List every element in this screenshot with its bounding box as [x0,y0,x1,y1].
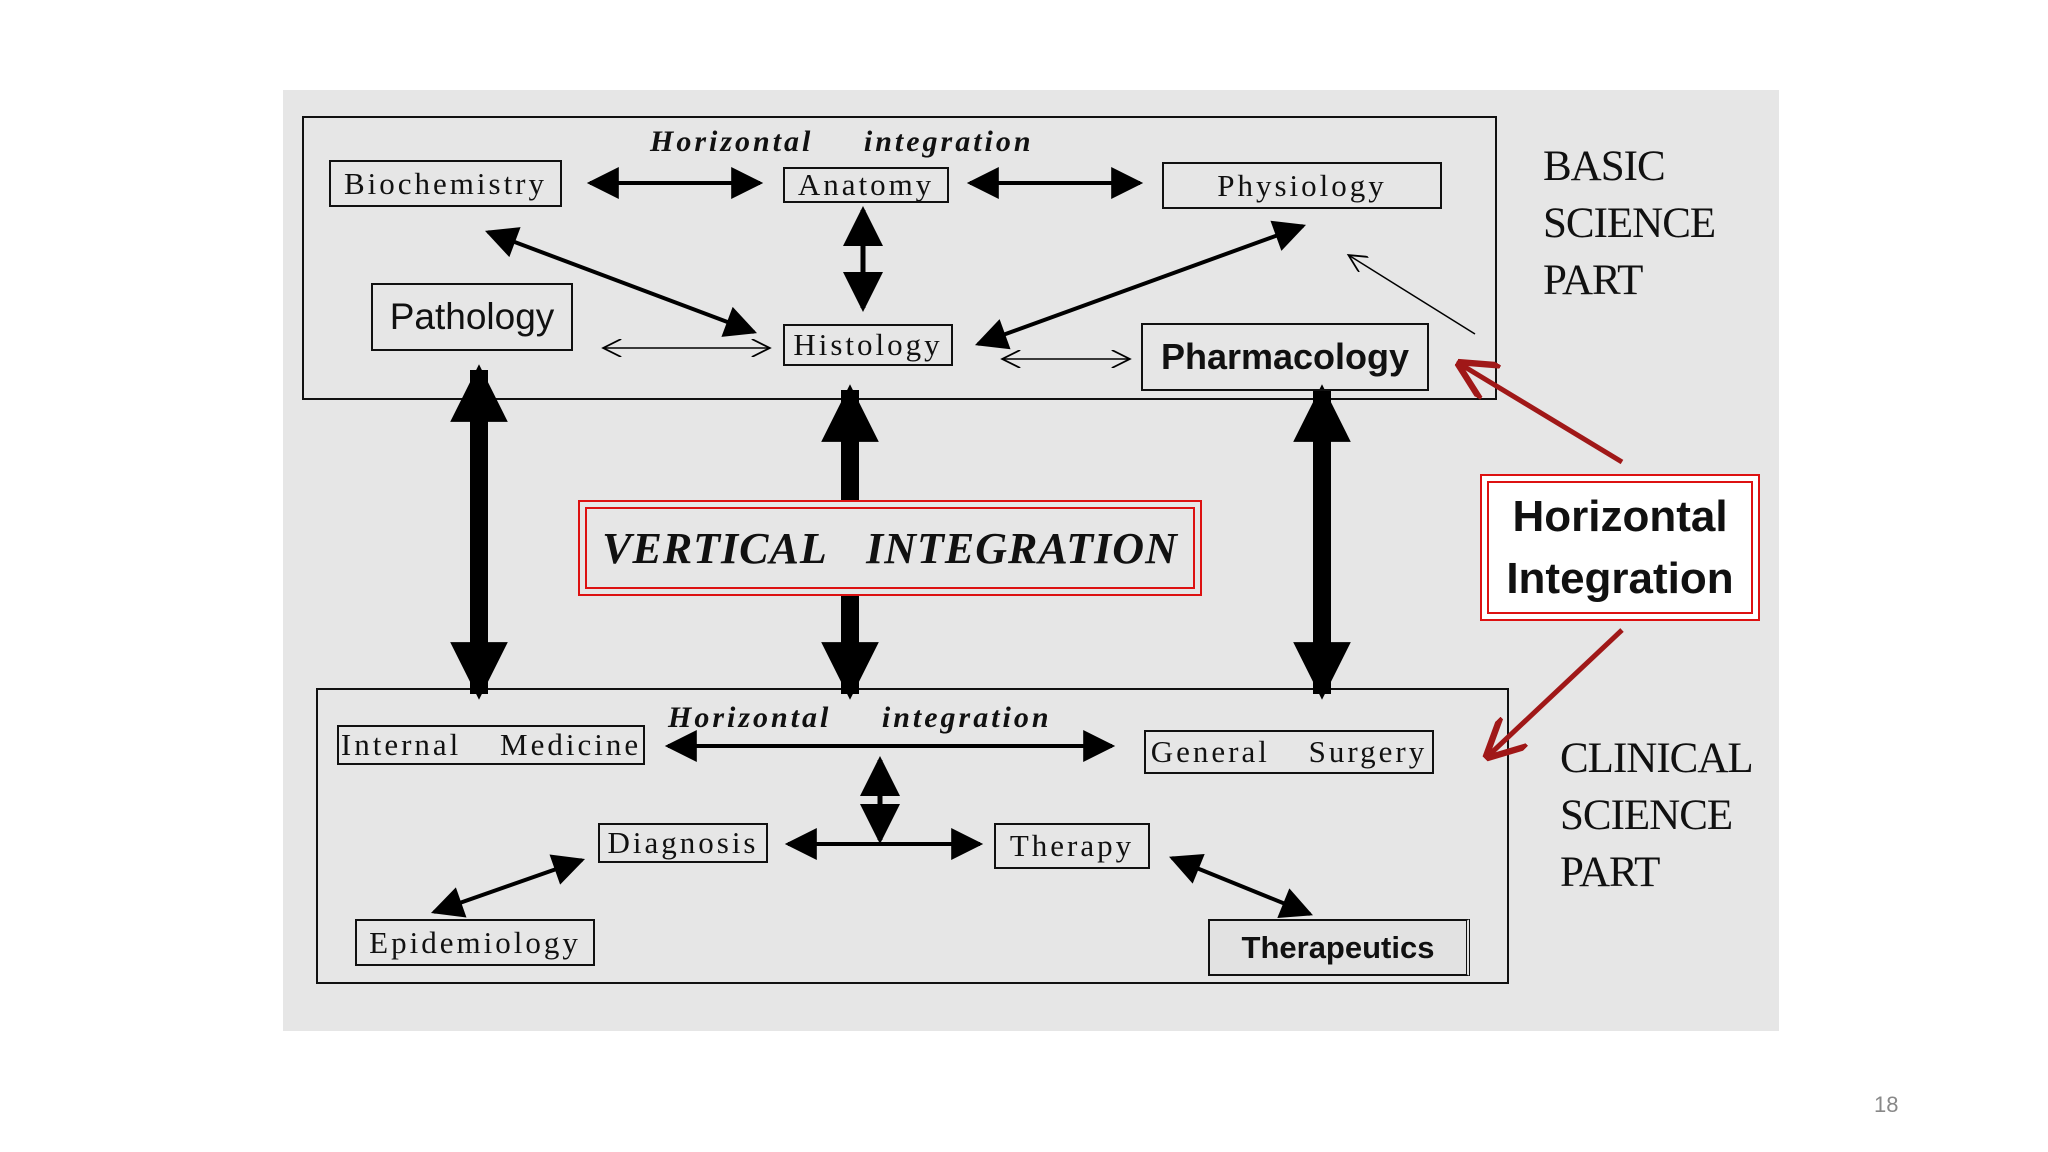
node-therapeutics: Therapeutics [1208,919,1470,976]
red-arrow-to-basic [1460,364,1624,465]
horizontal-integration-callout: Horizontal Integration [1480,474,1760,621]
node-physiology: Physiology [1162,162,1442,209]
page-number: 18 [1874,1092,1899,1117]
node-pharmacology: Pharmacology [1141,323,1429,391]
clinical-horizontal-label: Horizontal integration [668,701,1052,734]
node-biochemistry: Biochemistry [329,160,562,207]
node-diagnosis: Diagnosis [598,823,768,863]
vertical-integration-box: VERTICAL INTEGRATION [578,500,1202,596]
vertical-integration-label: VERTICAL INTEGRATION [585,507,1195,589]
node-histology: Histology [783,324,953,366]
arrow-pharmacology-thin [1350,256,1476,335]
node-epidemiology: Epidemiology [355,919,595,966]
basic-science-side-label: BASIC SCIENCE PART [1543,143,1716,304]
arrow-epidemiology-diagnosis [430,854,586,918]
red-arrow-to-clinical [1488,628,1624,756]
callout-line-2: Integration [1506,553,1734,603]
node-general-surgery: General Surgery [1144,730,1434,774]
basic-horizontal-label: Horizontal integration [650,125,1034,158]
clinical-science-frame [316,688,1509,984]
node-internal-medicine: Internal Medicine [337,725,645,765]
basic-science-frame [302,116,1497,400]
arrow-biochemistry-histology [485,227,757,337]
arrow-physiology-histology [974,220,1307,350]
node-anatomy: Anatomy [783,167,949,203]
node-therapy: Therapy [994,823,1150,869]
clinical-science-side-label: CLINICAL SCIENCE PART [1560,735,1754,896]
callout-line-1: Horizontal [1512,491,1728,541]
node-pathology: Pathology [371,283,573,351]
arrow-therapy-therapeutics [1169,854,1313,918]
